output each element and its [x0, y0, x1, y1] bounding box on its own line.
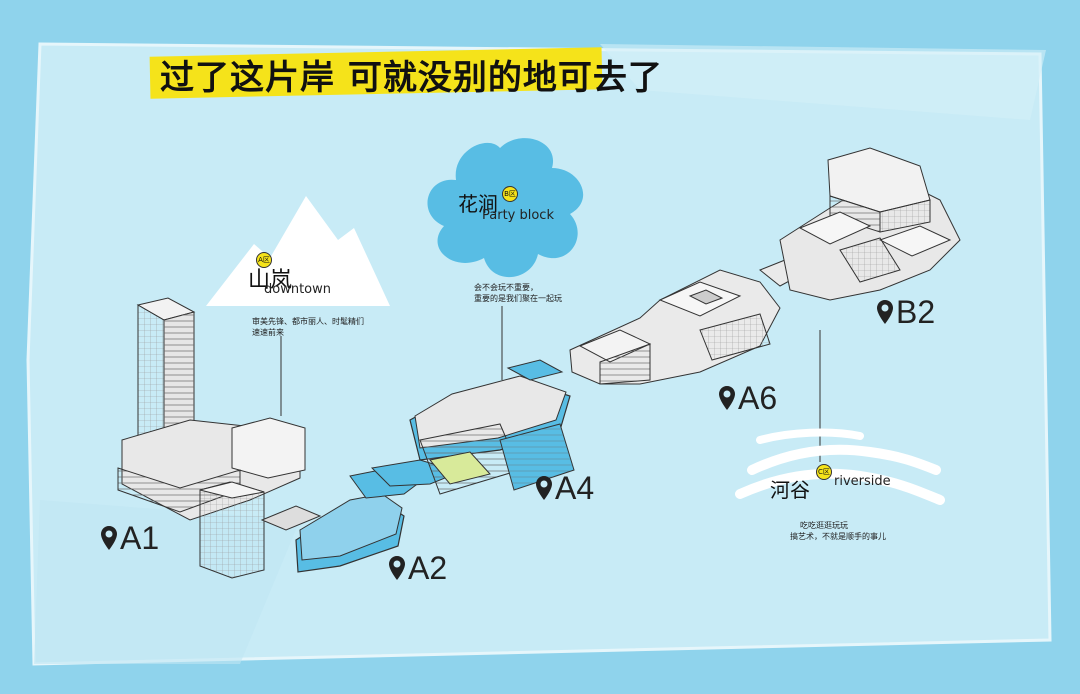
- building-a1-podium: [117, 417, 306, 579]
- zone-sub-riverside: riverside: [834, 474, 891, 489]
- mountain-badge: [206, 196, 390, 306]
- zone-badge-b: B区: [502, 186, 518, 202]
- building-b2: [779, 147, 961, 301]
- zone-desc-riverside-2: 搞艺术，不就是顺手的事儿: [790, 532, 886, 541]
- location-pin-icon: [719, 386, 735, 410]
- flower-badge: [427, 138, 584, 278]
- zone-desc-party-1: 会不会玩不重要，: [474, 283, 538, 292]
- pin-label-a1: A1: [120, 520, 160, 556]
- pin-a1[interactable]: A1: [100, 520, 159, 557]
- pin-label-a2: A2: [408, 550, 448, 586]
- river-waves: [735, 428, 945, 505]
- zone-desc-party-2: 重要的是我们聚在一起玩: [474, 294, 562, 303]
- zone-name-downtown: 山岚: [248, 268, 293, 293]
- pin-a6[interactable]: A6: [718, 380, 777, 417]
- zone-badge-a: A区: [256, 252, 272, 268]
- pin-a2[interactable]: A2: [388, 550, 447, 587]
- pin-a4[interactable]: A4: [535, 470, 594, 507]
- zone-desc-riverside-1: 吃吃逛逛玩玩: [800, 521, 848, 530]
- zone-sub-downtown: downtown: [264, 282, 331, 297]
- pin-b2[interactable]: B2: [876, 294, 935, 331]
- zone-sub-party: Party block: [482, 208, 554, 223]
- zone-desc-downtown-2: 速速前来: [252, 328, 284, 337]
- pin-label-a6: A6: [738, 380, 778, 416]
- location-pin-icon: [389, 556, 405, 580]
- building-a4: [409, 359, 575, 495]
- location-pin-icon: [101, 526, 117, 550]
- pin-label-a4: A4: [555, 470, 595, 506]
- zone-badge-c: C区: [816, 464, 832, 480]
- zone-name-party: 花涧: [458, 192, 498, 216]
- zone-desc-downtown-1: 审美先锋、都市丽人、时髦精们: [252, 317, 364, 326]
- location-pin-icon: [536, 476, 552, 500]
- building-a2: [295, 459, 462, 573]
- zone-name-riverside: 河谷: [770, 478, 810, 502]
- page-title: 过了这片岸 可就没别的地可去了: [160, 58, 663, 98]
- pin-label-b2: B2: [896, 294, 936, 330]
- location-pin-icon: [877, 300, 893, 324]
